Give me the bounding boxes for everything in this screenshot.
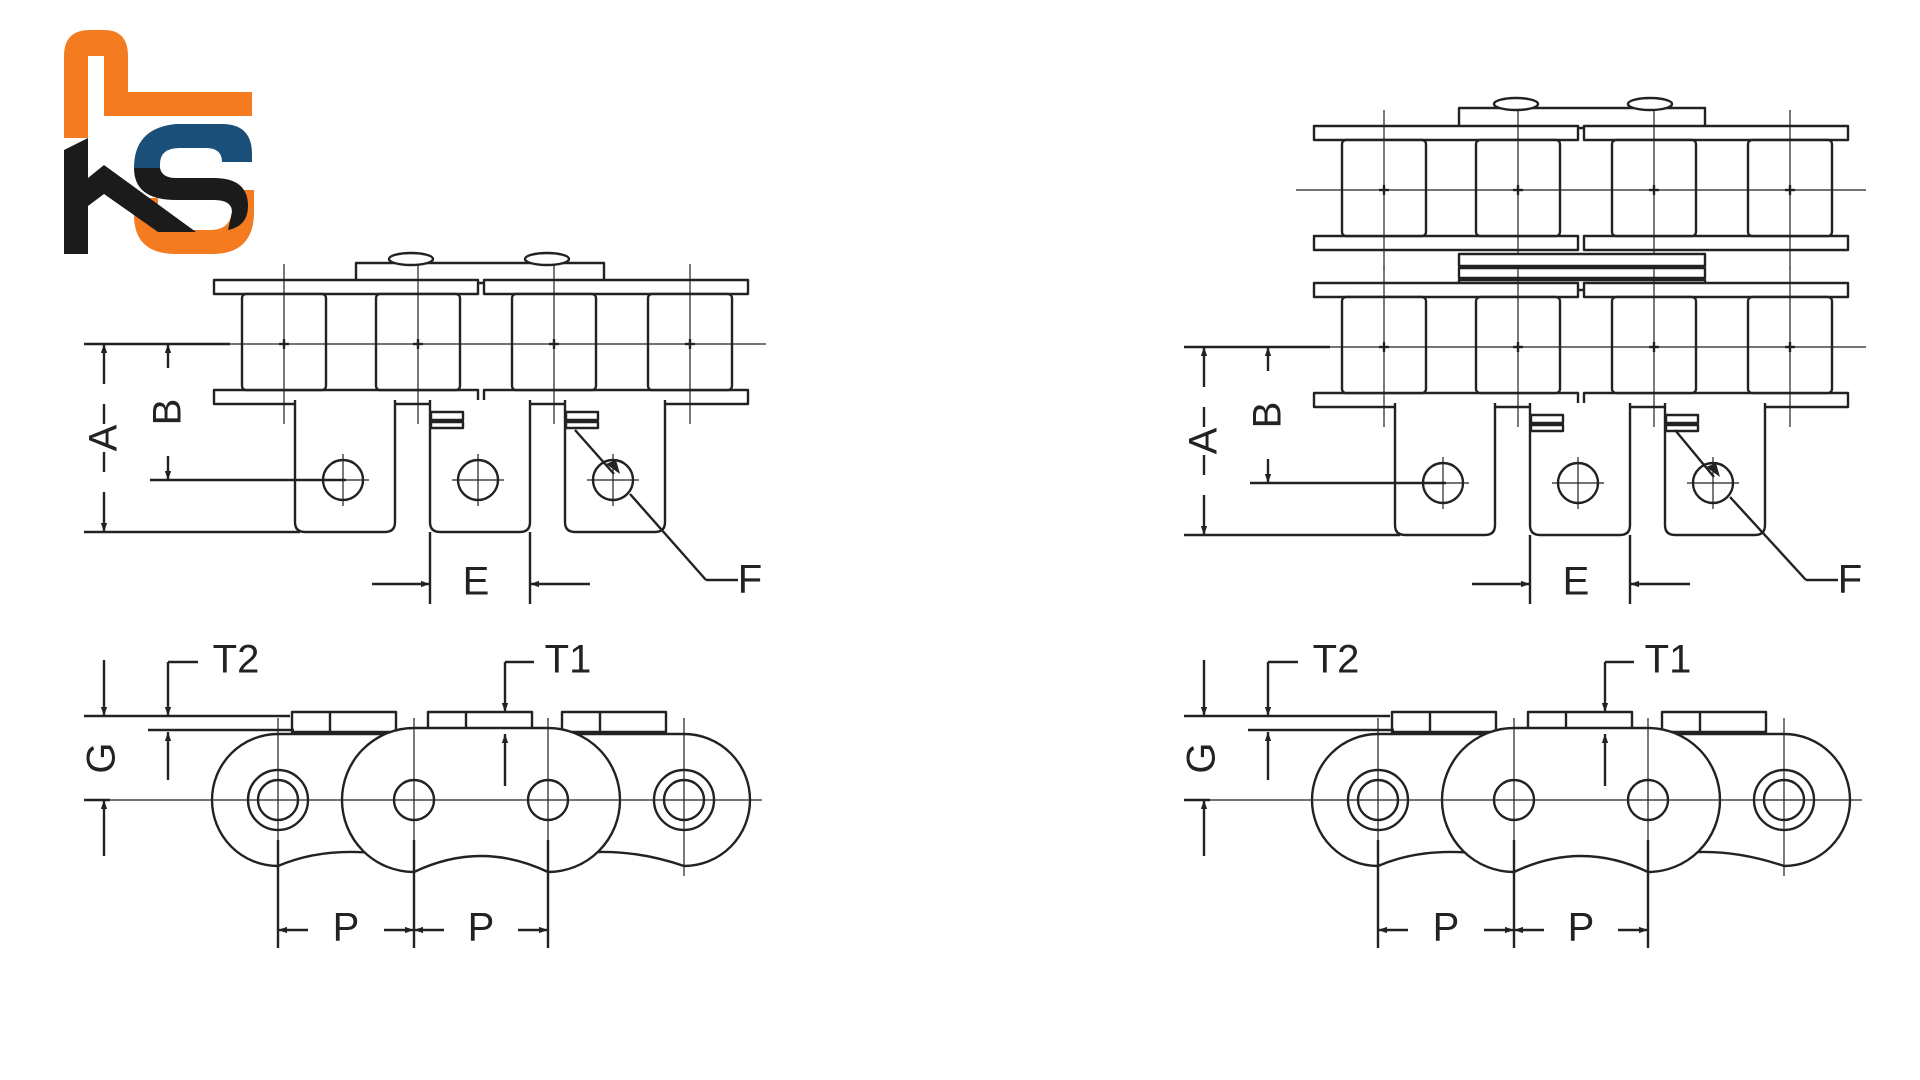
pin-head	[1626, 96, 1674, 112]
link-plate-bar	[1582, 281, 1850, 299]
leader-f	[1729, 496, 1807, 581]
dimension-label-p1: P	[333, 906, 360, 950]
link-plate-bar	[1312, 124, 1580, 142]
dimension-label-t2: T2	[213, 638, 260, 682]
bend-mark	[1664, 413, 1700, 425]
attachment-top-1	[290, 710, 398, 734]
bend-mark	[1529, 413, 1565, 425]
dimension-label-p1: P	[1433, 906, 1460, 950]
bend-mark	[564, 420, 600, 430]
attachment-top-3	[1660, 710, 1768, 734]
leader-arrow-f	[1706, 463, 1720, 477]
double-strand-drawing: AB E F G T2 T1P P	[1180, 96, 1866, 950]
dimension-label-t2: T2	[1313, 638, 1360, 682]
connecting-plate-top	[1457, 106, 1707, 130]
ks-logo	[64, 30, 254, 254]
logo-orange-swoosh	[134, 190, 254, 254]
link-plate-bar	[1582, 234, 1850, 252]
leader-f	[1674, 429, 1715, 478]
logo-black-k	[64, 138, 196, 254]
bend-mark	[429, 420, 465, 430]
middle-plate	[1457, 252, 1707, 268]
bend-mark	[1529, 423, 1565, 433]
dimension-label-g: G	[1180, 742, 1224, 773]
logo-orange-frame	[64, 30, 252, 138]
dimension-label-a: A	[82, 424, 126, 451]
dimension-label-t1: T1	[545, 638, 592, 682]
bend-mark	[564, 410, 600, 422]
link-plate-bar	[1312, 281, 1580, 299]
leader-arrow-f	[606, 460, 620, 474]
link-plate-bar	[212, 278, 480, 296]
pin-head	[1492, 96, 1540, 112]
link-plate-bar	[1582, 124, 1850, 142]
dimension-label-b: B	[1246, 402, 1290, 429]
logo-black-s-bottom	[134, 168, 248, 230]
link-plate-bar	[1312, 234, 1580, 252]
attachment-top-3	[560, 710, 668, 734]
pin-head	[387, 251, 435, 267]
leader-f	[629, 493, 707, 581]
dimension-label-f: F	[1838, 558, 1862, 602]
logo-navy-s-top	[134, 124, 252, 168]
link-plate-bar	[482, 278, 750, 296]
pin-head	[523, 251, 571, 267]
attachment-top-1	[1390, 710, 1498, 734]
bend-mark	[1664, 423, 1700, 433]
middle-plate	[1457, 266, 1707, 280]
leader-f	[574, 429, 615, 475]
dimension-label-p2: P	[1568, 906, 1595, 950]
dimension-label-a: A	[1182, 427, 1226, 454]
dimension-label-g: G	[80, 742, 124, 773]
dimension-label-f: F	[738, 558, 762, 602]
dimension-label-b: B	[146, 399, 190, 426]
single-strand-drawing: AB E F G T2 T1P P	[80, 251, 766, 950]
dimension-label-e: E	[463, 560, 490, 604]
dimension-label-p2: P	[468, 906, 495, 950]
bend-mark	[429, 410, 465, 422]
dimension-label-e: E	[1563, 560, 1590, 604]
dimension-label-t1: T1	[1645, 638, 1692, 682]
